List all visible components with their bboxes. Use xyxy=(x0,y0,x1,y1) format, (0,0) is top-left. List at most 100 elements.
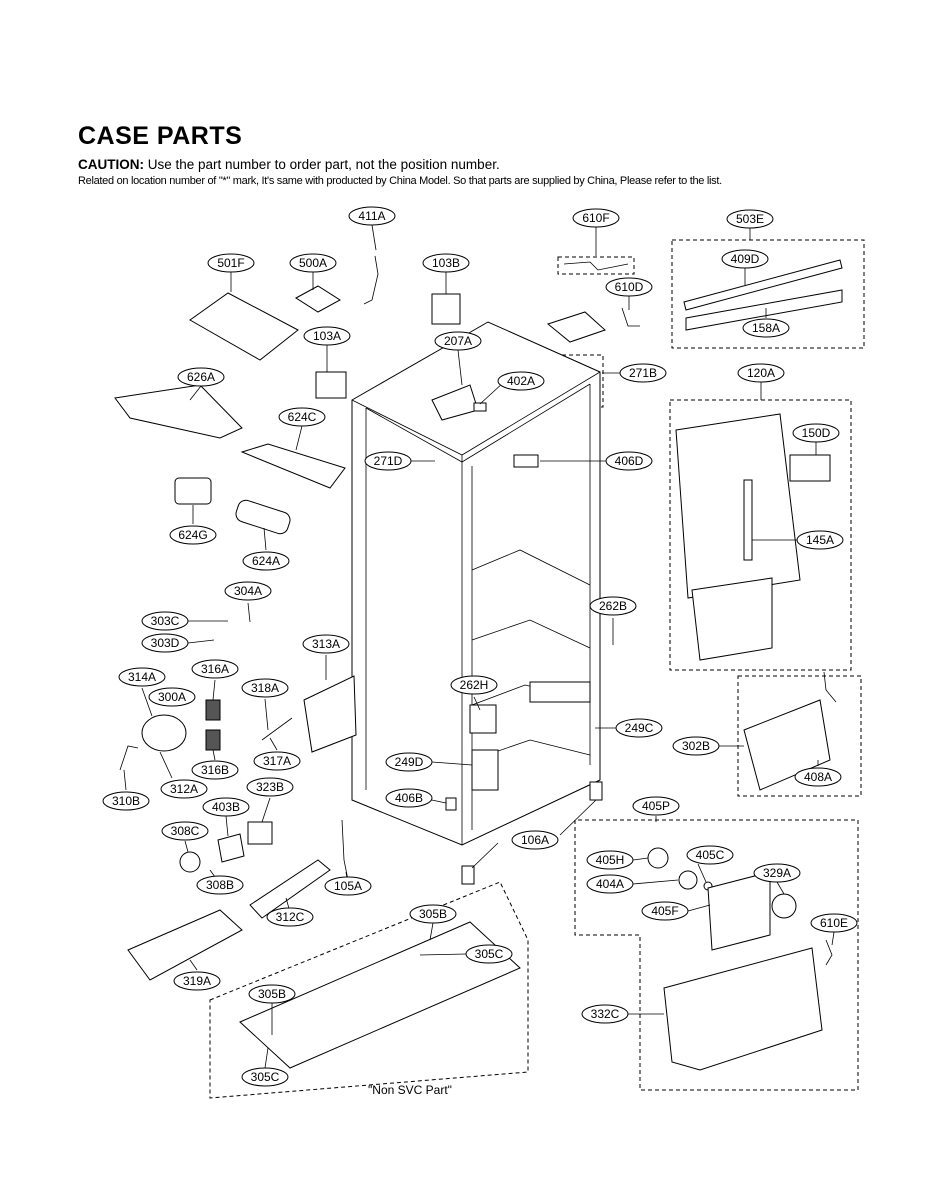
svg-text:406B: 406B xyxy=(395,791,423,805)
part-top-hinge-cover xyxy=(546,311,606,343)
group-box-610F xyxy=(557,256,635,275)
label-305B-top: 305B xyxy=(409,904,457,924)
svg-text:323B: 323B xyxy=(256,780,284,794)
label-329A: 329A xyxy=(753,863,801,883)
svg-text:405F: 405F xyxy=(651,904,678,918)
part-624A-filter xyxy=(235,499,291,535)
label-303D: 303D xyxy=(141,633,189,653)
label-310B: 310B xyxy=(102,791,150,811)
svg-text:262H: 262H xyxy=(460,678,489,692)
label-150D: 150D xyxy=(792,423,840,443)
label-404A: 404A xyxy=(586,874,634,894)
part-120A-evap-cover xyxy=(675,413,801,599)
svg-text:303D: 303D xyxy=(151,636,180,650)
svg-text:610E: 610E xyxy=(820,916,848,930)
svg-text:405P: 405P xyxy=(642,799,670,813)
svg-text:610D: 610D xyxy=(615,280,644,294)
label-610D: 610D xyxy=(605,277,653,297)
svg-text:302B: 302B xyxy=(682,739,710,753)
label-402A: 402A xyxy=(497,371,545,391)
label-312C: 312C xyxy=(266,907,314,927)
svg-text:624G: 624G xyxy=(178,528,207,542)
svg-text:106A: 106A xyxy=(521,833,549,847)
svg-text:305C: 305C xyxy=(475,947,504,961)
label-610F: 610F xyxy=(572,208,620,228)
group-box-120A xyxy=(669,399,852,671)
hinge-262H xyxy=(469,704,497,734)
label-503E: 503E xyxy=(726,209,774,229)
label-302B: 302B xyxy=(672,736,720,756)
svg-text:271B: 271B xyxy=(629,366,657,380)
svg-text:103B: 103B xyxy=(432,256,460,270)
part-610F-wire xyxy=(563,261,629,271)
svg-text:312A: 312A xyxy=(170,782,198,796)
label-316A: 316A xyxy=(191,659,239,679)
svg-text:317A: 317A xyxy=(263,754,291,768)
svg-text:314A: 314A xyxy=(128,670,156,684)
part-106A-foot-left xyxy=(461,865,475,885)
svg-text:312C: 312C xyxy=(276,910,305,924)
label-624A: 624A xyxy=(242,551,290,571)
part-145A-strip xyxy=(743,479,753,561)
svg-text:305B: 305B xyxy=(258,987,286,1001)
label-405F: 405F xyxy=(641,901,689,921)
part-105A-tube xyxy=(341,819,349,881)
part-406B-block xyxy=(445,797,457,811)
label-501F: 501F xyxy=(207,253,255,273)
svg-text:319A: 319A xyxy=(183,974,211,988)
svg-text:405C: 405C xyxy=(696,848,725,862)
part-158A-strip xyxy=(685,289,843,331)
label-500A: 500A xyxy=(289,253,337,273)
part-404A-motor xyxy=(678,870,698,890)
label-271B: 271B xyxy=(619,363,667,383)
svg-text:501F: 501F xyxy=(217,256,244,270)
part-323B-coil xyxy=(247,821,273,845)
part-408A-evaporator xyxy=(743,699,831,791)
svg-text:316B: 316B xyxy=(201,763,229,777)
svg-text:500A: 500A xyxy=(299,256,327,270)
label-317A: 317A xyxy=(253,751,301,771)
part-403B-bracket xyxy=(217,833,245,863)
label-318A: 318A xyxy=(241,678,289,698)
svg-text:624C: 624C xyxy=(288,410,317,424)
svg-text:308C: 308C xyxy=(171,824,200,838)
label-103B: 103B xyxy=(422,253,470,273)
label-120A: 120A xyxy=(737,363,785,383)
label-626A: 626A xyxy=(177,367,225,387)
caution-text: Use the part number to order part, not t… xyxy=(144,157,500,172)
label-312A: 312A xyxy=(160,779,208,799)
svg-text:145A: 145A xyxy=(806,533,834,547)
group-box-405P xyxy=(574,819,859,1091)
drawer-rail-249D xyxy=(471,749,499,791)
svg-text:249D: 249D xyxy=(395,755,424,769)
label-406B: 406B xyxy=(385,788,433,808)
part-labels: 411A 610F 503E 501F 500A 103B 409D 610D … xyxy=(102,206,858,1097)
label-316B: 316B xyxy=(191,760,239,780)
part-313A-cover xyxy=(303,675,357,753)
caution-line: CAUTION: Use the part number to order pa… xyxy=(78,157,500,172)
svg-text:318A: 318A xyxy=(251,681,279,695)
label-313A: 313A xyxy=(302,634,350,654)
label-106A: 106A xyxy=(511,830,559,850)
label-624G: 624G xyxy=(169,525,217,545)
svg-text:626A: 626A xyxy=(187,370,215,384)
label-300A: 300A xyxy=(148,687,196,707)
label-308B: 308B xyxy=(196,875,244,895)
svg-text:271D: 271D xyxy=(374,454,403,468)
part-316A-mat xyxy=(205,699,221,721)
page-title: CASE PARTS xyxy=(78,122,243,150)
cabinet-outer xyxy=(351,321,601,846)
part-626A-duct xyxy=(114,384,243,439)
part-406D-block xyxy=(513,454,539,468)
svg-text:304A: 304A xyxy=(234,584,262,598)
label-405C: 405C xyxy=(686,845,734,865)
part-405F-shroud xyxy=(707,871,771,951)
part-300A-compressor xyxy=(141,714,187,752)
svg-text:409D: 409D xyxy=(731,252,760,266)
part-329A-fan xyxy=(771,893,797,919)
label-262B: 262B xyxy=(589,596,637,616)
svg-text:262B: 262B xyxy=(599,599,627,613)
label-271D: 271D xyxy=(364,451,412,471)
part-624C-cover xyxy=(240,443,346,489)
label-305C-top: 305C xyxy=(465,944,513,964)
